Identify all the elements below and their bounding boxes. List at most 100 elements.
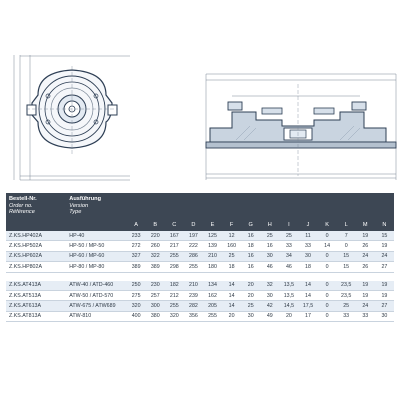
dim-cell: 15 <box>374 231 394 242</box>
dim-cell: 197 <box>183 231 203 242</box>
dim-cell: 14 <box>222 300 242 312</box>
version-header-en: Version <box>69 202 89 209</box>
dim-cell: 23,5 <box>336 290 356 302</box>
dim-cell: 275 <box>126 290 146 302</box>
dim-cell: 46 <box>260 261 280 273</box>
version-header: Ausführung Version Type <box>66 193 126 231</box>
dim-cell: 32 <box>260 280 280 291</box>
dim-cell: 20 <box>241 290 261 302</box>
dim-cell: 24 <box>374 251 394 263</box>
dim-cell: 18 <box>298 261 318 273</box>
dim-cell: 33 <box>355 311 375 323</box>
order-header-de: Bestell-Nr. <box>9 196 37 202</box>
group-spacer <box>6 272 394 281</box>
dim-cell: 14,5 <box>279 300 299 312</box>
dim-cell: 26 <box>355 261 375 273</box>
dim-cell: 182 <box>164 280 184 291</box>
dim-cell: 14 <box>317 240 337 252</box>
dim-cell: 0 <box>317 300 337 312</box>
order-no-header: Bestell-Nr. Order no. Référence <box>6 193 66 231</box>
dim-cell: 272 <box>126 240 146 252</box>
dim-cell: 18 <box>222 261 242 273</box>
dim-cell: 167 <box>164 231 184 242</box>
table-header-row: Bestell-Nr. Order no. Référence Ausführu… <box>6 193 394 231</box>
dim-cell: 220 <box>145 231 165 242</box>
dim-cell: 24 <box>355 251 375 263</box>
dim-cell: 0 <box>317 280 337 291</box>
dim-cell: 18 <box>241 240 261 252</box>
dim-cell: 260 <box>145 240 165 252</box>
version-header-de: Ausführung <box>69 196 101 202</box>
version-cell: ATW-675 / ATW689 <box>66 300 127 312</box>
version-cell: ATW-40 / ATD-460 <box>66 280 127 291</box>
dim-cell: 13,5 <box>279 280 299 291</box>
dim-cell: 210 <box>202 251 223 263</box>
dim-cell: 11 <box>298 231 318 242</box>
dim-cell: 160 <box>222 240 242 252</box>
dim-cell: 25 <box>336 300 356 312</box>
dim-header-j: J <box>306 222 310 228</box>
version-cell: HP-60 / MP-60 <box>66 251 127 263</box>
dim-cell: 230 <box>145 280 165 291</box>
spec-table: Bestell-Nr. Order no. Référence Ausführu… <box>6 193 394 323</box>
dim-header-a: A <box>134 222 138 228</box>
dim-cell: 25 <box>260 231 280 242</box>
dim-cell: 180 <box>202 261 223 273</box>
dim-cell: 239 <box>183 290 203 302</box>
dim-cell: 0 <box>317 290 337 302</box>
dim-cell: 14 <box>298 280 318 291</box>
dim-cell: 33 <box>336 311 356 323</box>
order-no-cell: Z.KS.HP802A <box>6 261 67 273</box>
dim-header-f: F <box>229 222 234 228</box>
dim-cell: 27 <box>374 261 394 273</box>
dim-cell: 25 <box>279 231 299 242</box>
dim-cell: 16 <box>260 240 280 252</box>
dim-cell: 14 <box>298 290 318 302</box>
dim-cell: 233 <box>126 231 146 242</box>
dim-cell: 30 <box>298 251 318 263</box>
dim-cell: 46 <box>279 261 299 273</box>
dim-cell: 134 <box>202 280 223 291</box>
dim-header-d: D <box>191 222 196 228</box>
dim-cell: 255 <box>164 300 184 312</box>
dim-cell: 16 <box>241 231 261 242</box>
dim-cell: 356 <box>183 311 203 323</box>
order-no-cell: Z.KS.HP402A <box>6 231 67 242</box>
dim-cell: 24 <box>355 300 375 312</box>
order-header-en: Order no. <box>9 202 33 209</box>
dim-header-g: G <box>248 222 253 228</box>
dim-cell: 212 <box>164 290 184 302</box>
dim-cell: 17 <box>298 311 318 323</box>
dim-cell: 380 <box>145 311 165 323</box>
dim-cell: 255 <box>183 261 203 273</box>
order-no-cell: Z.KS.AT613A <box>6 300 67 312</box>
dim-cell: 26 <box>355 240 375 252</box>
order-header-fr: Référence <box>9 209 35 216</box>
order-no-cell: Z.KS.AT413A <box>6 280 67 291</box>
dim-cell: 282 <box>183 300 203 312</box>
dim-cell: 13,5 <box>279 290 299 302</box>
section-view-drawing <box>205 73 397 180</box>
dim-cell: 320 <box>126 300 146 312</box>
dim-cell: 23,5 <box>336 280 356 291</box>
dim-cell: 255 <box>202 311 223 323</box>
dim-cell: 322 <box>145 251 165 263</box>
dim-cell: 49 <box>260 311 280 323</box>
dim-cell: 0 <box>317 251 337 263</box>
dim-cell: 30 <box>260 290 280 302</box>
dim-cell: 20 <box>222 311 242 323</box>
version-cell: HP-40 <box>66 231 127 242</box>
dim-cell: 12 <box>222 231 242 242</box>
dim-cell: 33 <box>279 240 299 252</box>
dim-cell: 139 <box>202 240 223 252</box>
dim-cell: 15 <box>336 261 356 273</box>
dim-cell: 30 <box>260 251 280 263</box>
version-cell: HP-50 / MP-50 <box>66 240 127 252</box>
dim-cell: 20 <box>241 280 261 291</box>
dim-cell: 19 <box>355 290 375 302</box>
dim-cell: 210 <box>183 280 203 291</box>
